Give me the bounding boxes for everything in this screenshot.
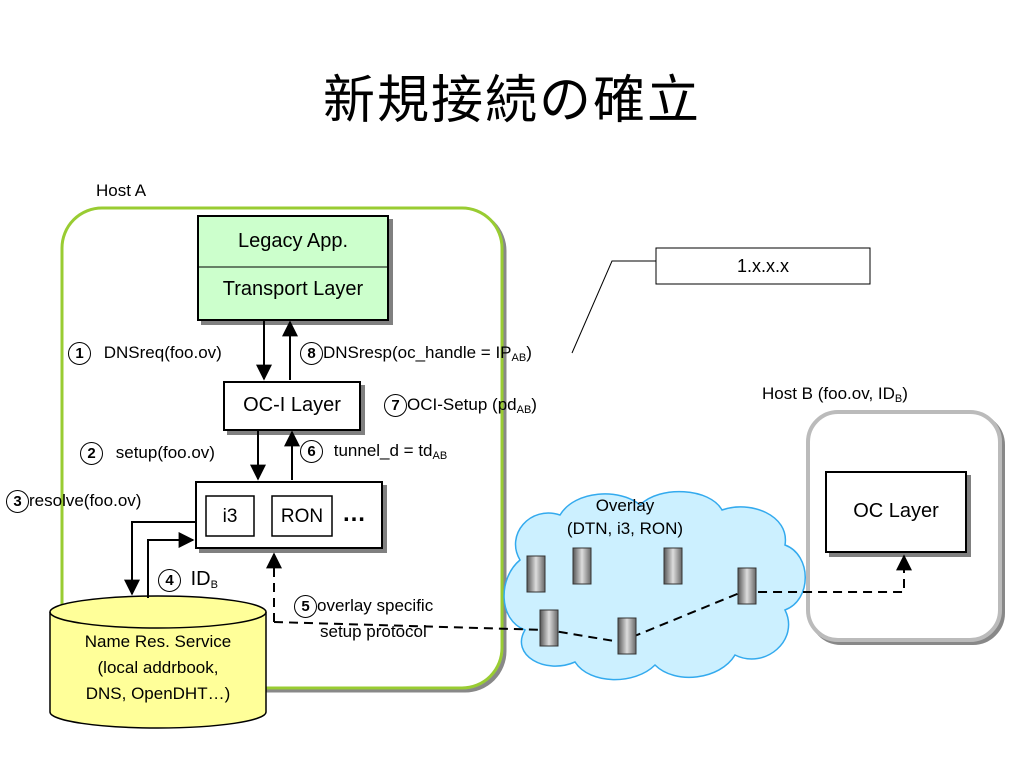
- step-number: 8: [300, 342, 323, 365]
- name-service-line2: (local addrbook,: [97, 658, 219, 677]
- step-number: 3: [6, 490, 29, 513]
- overlay-cloud-title: Overlay: [595, 496, 655, 515]
- host-b-label: Host B (foo.ov, IDB): [762, 384, 908, 405]
- step-number: 4: [158, 569, 181, 592]
- oci-layer-label: OC-I Layer: [243, 394, 341, 416]
- host-a-label: Host A: [96, 181, 147, 200]
- i3-label: i3: [222, 506, 238, 527]
- step-5-line2: setup protocol: [320, 622, 427, 641]
- step-number: 5: [294, 595, 317, 618]
- server-icon: [526, 547, 757, 655]
- ron-label: RON: [280, 506, 324, 527]
- oc-layer-label: OC Layer: [853, 500, 939, 522]
- step-2: 2 setup(foo.ov): [80, 442, 215, 465]
- oc-layer-box: [825, 471, 967, 553]
- legacy-app-label: Legacy App.: [237, 230, 349, 252]
- more-modules-label: …: [342, 500, 366, 527]
- ip-callout-label: 1.x.x.x: [736, 256, 789, 276]
- step-number: 2: [80, 442, 103, 465]
- transport-layer-label: Transport Layer: [222, 278, 364, 300]
- page-title: 新規接続の確立: [322, 71, 701, 131]
- overlay-cloud-subtitle: (DTN, i3, RON): [566, 519, 684, 538]
- host-a-frame: [60, 206, 504, 690]
- ip-callout-box: [655, 247, 871, 285]
- step-number: 6: [300, 440, 323, 463]
- name-service-line3: DNS, OpenDHT…): [85, 684, 231, 703]
- step-6: 6 tunnel_d = tdAB: [300, 440, 447, 463]
- step-4: 4 IDB: [158, 568, 218, 592]
- app-box: [197, 215, 389, 321]
- name-service-cylinder: [49, 595, 267, 729]
- step-number: 7: [384, 394, 407, 417]
- overlay-cloud: [503, 490, 806, 681]
- oci-layer-box: [223, 381, 361, 431]
- step-1: 1 DNSreq(foo.ov): [68, 342, 222, 365]
- step-number: 1: [68, 342, 91, 365]
- name-service-line1: Name Res. Service: [84, 632, 232, 651]
